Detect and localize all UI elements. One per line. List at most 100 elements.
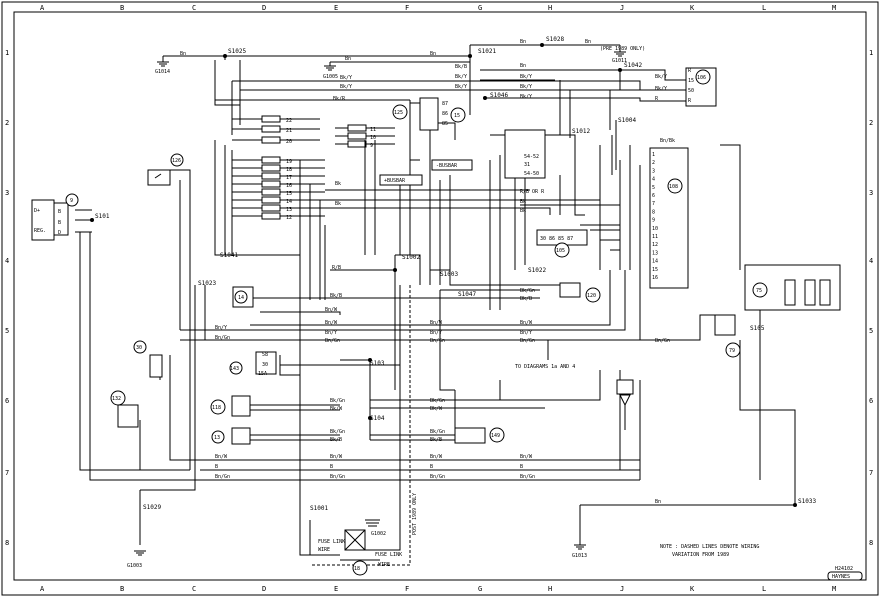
wire-bny-2: Bn/Y: [325, 330, 337, 336]
wire-r-1: R: [655, 96, 659, 102]
ground-g1002: G1002: [365, 519, 386, 537]
wire-bkgn-1: Bk/Gn: [520, 288, 535, 294]
fuse-label-16: 16: [286, 183, 292, 189]
component-108: 108: [649, 147, 689, 289]
connector-108-pin: 1: [652, 152, 655, 158]
wire-bky-4: Bk/Y: [655, 74, 667, 80]
fuse-label-15: 15: [286, 191, 292, 197]
col-b: B: [120, 4, 124, 12]
connector-108-pin: 14: [652, 259, 658, 265]
wire-bnw-2: Bn/W: [325, 320, 338, 326]
wire-bkw-1: Bk/W: [330, 406, 343, 412]
col-k: K: [690, 4, 695, 12]
component-label-118: 118: [212, 405, 221, 411]
busbar-plus: +BUSBAR: [379, 174, 423, 186]
component-label-125: 125: [394, 110, 403, 116]
pre-1989-label: (PRE 1989 ONLY): [600, 46, 645, 52]
ground-g1014: G1014: [155, 61, 170, 75]
fuse-label-21: 21: [286, 128, 292, 134]
splice-s1001: S1001: [310, 505, 328, 512]
ground-g1011: G1011: [612, 51, 627, 64]
col-a: A: [40, 4, 45, 12]
row-7-r: 7: [869, 469, 873, 477]
component-18: 18: [344, 529, 368, 576]
pin-31-119: 31: [524, 162, 530, 168]
wire-bny-4: Bn/Y: [520, 330, 532, 336]
component-label-14: 14: [238, 295, 244, 301]
wire-bky-3: Bk/Y: [520, 94, 532, 100]
fuse-link-label-2: FUSE LINK: [375, 552, 402, 558]
splice-s1003: S1003: [440, 271, 458, 278]
col-g-b: G: [478, 585, 482, 593]
component-9: D+ REG. B B D 9: [31, 193, 79, 241]
wire-b-1: B: [215, 464, 218, 470]
wire-bngn-3: Bn/Gn: [430, 338, 445, 344]
wire-bkb-3: Bk/B: [330, 293, 342, 299]
fuse-label-13: 13: [286, 207, 292, 213]
component-label-15: 15: [454, 113, 460, 119]
fuse-label-11: 11: [370, 127, 376, 133]
fuse-12: 12: [261, 212, 292, 221]
component-label-75: 75: [756, 288, 762, 294]
col-c: C: [192, 4, 196, 12]
wire-bkb-4: Bk/B: [330, 437, 342, 443]
splice-s103: S103: [370, 360, 385, 367]
pin-b2: B: [58, 220, 61, 226]
component-79: 79: [714, 314, 741, 358]
fuse-label-17: 17: [286, 175, 292, 181]
splice-s1042: S1042: [624, 62, 642, 69]
wire-bky-9: Bk/Y: [455, 84, 467, 90]
splice-s1046: S1046: [490, 92, 508, 99]
col-m: M: [832, 4, 836, 12]
busbar-plus-label: +BUSBAR: [384, 178, 406, 184]
wire-bk-4: Bk: [520, 208, 526, 214]
connector-108-pin: 10: [652, 226, 658, 232]
wire-bkgn-2: Bk/Gn: [330, 398, 345, 404]
connector-108-pin: 12: [652, 242, 658, 248]
wire-b-4: B: [520, 464, 523, 470]
pin-d-plus: D+: [34, 208, 40, 214]
middle-wires: [180, 100, 741, 390]
component-label-105: 105: [556, 248, 565, 254]
grid-top: A B C D E F G H J K L M: [40, 4, 836, 12]
splice-s1012: S1012: [572, 128, 590, 135]
wire-bn-5: Bn: [345, 56, 351, 62]
col-d-b: D: [262, 585, 266, 593]
wire-bn-3: Bn: [520, 39, 526, 45]
wire-bnw-1: Bn/W: [325, 307, 338, 313]
wire-bkgn-3: Bk/Gn: [330, 429, 345, 435]
row-2-r: 2: [869, 119, 873, 127]
ground-label-g1011: G1011: [612, 58, 627, 64]
component-diode: [616, 379, 634, 430]
wire-bn-6: Bn: [520, 63, 526, 69]
component-120: 120: [559, 282, 601, 303]
connector-108-pin: 11: [652, 234, 658, 240]
splice-s104: S104: [370, 415, 385, 422]
col-f-b: F: [405, 585, 409, 593]
component-14: 14: [232, 286, 254, 308]
grid-right: 1 2 3 4 5 6 7 8: [869, 49, 873, 547]
wire-bk-3: Bk: [520, 199, 526, 205]
fuse-link-label-1: FUSE LINK: [318, 539, 345, 545]
connector-108-pin: 9: [652, 218, 655, 224]
wire-rb-1: R/B: [332, 265, 341, 271]
row-8-r: 8: [869, 539, 873, 547]
col-a-b: A: [40, 585, 45, 593]
wire-bky-2: Bk/Y: [520, 84, 532, 90]
pin-85-a: 85: [442, 121, 448, 127]
component-30: 30: [133, 340, 163, 378]
splice-s1033: S1033: [798, 498, 816, 505]
col-b-b: B: [120, 585, 124, 593]
ground-label-g1014: G1014: [155, 69, 170, 75]
connector-108-pin: 3: [652, 168, 655, 174]
col-c-b: C: [192, 585, 196, 593]
wire-bngn-2: Bn/Gn: [325, 338, 340, 344]
component-label-13: 13: [214, 435, 220, 441]
component-75: 75: [744, 264, 841, 311]
row-5: 5: [5, 327, 9, 335]
fuse-9: 9: [347, 140, 373, 149]
component-13: 13: [211, 427, 251, 445]
wire-bn-7: Bn: [655, 499, 661, 505]
